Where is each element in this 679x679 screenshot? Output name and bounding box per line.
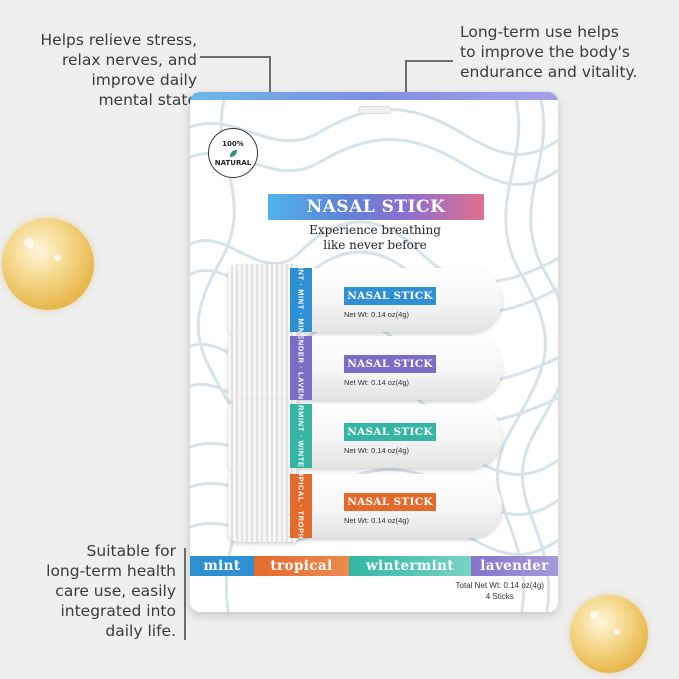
product-tagline: Experience breathing like never before xyxy=(309,223,441,252)
flavor-mint: mint xyxy=(190,556,254,576)
nasal-stick-wintermint: WINTERMINT · WINTERMINT NASAL STICK Net … xyxy=(228,400,503,472)
callout-long-term-use: Suitable for long-term health care use, … xyxy=(46,542,176,640)
flavor-strip: mint tropical wintermint lavender xyxy=(190,556,558,576)
nasal-stick-lavender: LAVENDER · LAVENDER NASAL STICK Net Wt: … xyxy=(228,332,503,404)
flavor-tropical: tropical xyxy=(254,556,349,576)
stick-cap xyxy=(228,400,298,472)
nasal-stick-tropical: TROPICAL · TROPICAL NASAL STICK Net Wt: … xyxy=(228,470,503,542)
stick-net-weight: Net Wt: 0.14 oz(4g) xyxy=(344,378,410,387)
leader-line-top-right-h xyxy=(405,60,453,62)
leaf-icon xyxy=(229,149,237,157)
natural-badge: 100% NATURAL xyxy=(208,128,258,178)
oil-droplet-bottom-right xyxy=(570,595,648,673)
leader-line-top-left-v xyxy=(269,56,271,92)
callout-endurance: Long-term use helps to improve the body'… xyxy=(460,23,638,81)
stick-cap xyxy=(228,264,298,336)
stick-label: NASAL STICK xyxy=(344,423,436,441)
stick-net-weight: Net Wt: 0.14 oz(4g) xyxy=(344,446,410,455)
leader-line-bottom-left-v xyxy=(184,548,186,640)
leader-line-top-left-h xyxy=(200,56,270,58)
card-top-stripe xyxy=(190,92,558,100)
total-net-weight: Total Net Wt: 0.14 oz(4g) 4 Sticks xyxy=(455,581,544,601)
stick-flavor-band: MINT · MINT · MINT xyxy=(290,268,312,332)
flavor-lavender: lavender xyxy=(471,556,558,576)
stick-net-weight: Net Wt: 0.14 oz(4g) xyxy=(344,516,410,525)
stick-label: NASAL STICK xyxy=(344,287,436,305)
blister-card: 100% NATURAL NASAL STICK Experience brea… xyxy=(190,92,558,612)
nasal-stick-mint: MINT · MINT · MINT NASAL STICK Net Wt: 0… xyxy=(228,264,503,336)
oil-droplet-left xyxy=(2,218,94,310)
flavor-wintermint: wintermint xyxy=(349,556,471,576)
stick-net-weight: Net Wt: 0.14 oz(4g) xyxy=(344,310,410,319)
leader-line-top-right-v xyxy=(405,60,407,92)
stick-flavor-band: WINTERMINT · WINTERMINT xyxy=(290,404,312,468)
callout-stress-relief: Helps relieve stress, relax nerves, and … xyxy=(40,31,198,109)
stick-cap xyxy=(228,470,298,542)
hang-hole xyxy=(358,106,392,114)
stick-label: NASAL STICK xyxy=(344,493,436,511)
stick-flavor-band: TROPICAL · TROPICAL xyxy=(290,474,312,538)
stick-flavor-band: LAVENDER · LAVENDER xyxy=(290,336,312,400)
product-title-banner: NASAL STICK xyxy=(268,194,484,220)
stick-cap xyxy=(228,332,298,404)
stick-label: NASAL STICK xyxy=(344,355,436,373)
